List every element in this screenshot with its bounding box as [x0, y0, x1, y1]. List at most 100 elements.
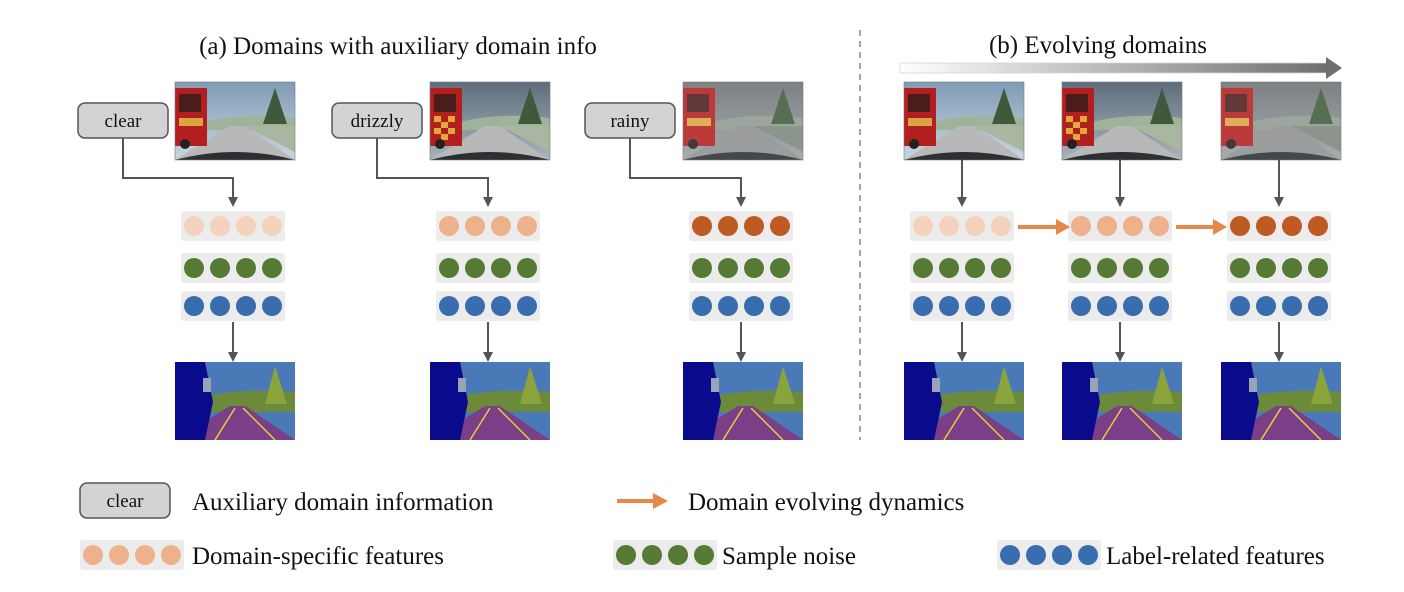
feature-dot [1097, 258, 1117, 278]
label-related-features [910, 291, 1014, 321]
domain-specific-features [181, 211, 285, 241]
feature-dot [210, 296, 230, 316]
legend-evolve-text: Domain evolving dynamics [688, 489, 964, 516]
feature-dot [1230, 258, 1250, 278]
sample-noise-features [689, 253, 793, 283]
feature-dot [1149, 258, 1169, 278]
road-scene-image [429, 81, 551, 161]
legend-aux-text: Auxiliary domain information [192, 489, 494, 516]
feature-dot [718, 258, 738, 278]
segmentation-map [904, 362, 1024, 441]
feature-dot [939, 216, 959, 236]
feature-dot [109, 545, 129, 565]
sample-noise-features [1068, 253, 1172, 283]
legend-label-dots [997, 540, 1101, 570]
feature-dot [1071, 296, 1091, 316]
feature-dot [965, 216, 985, 236]
feature-dot [262, 216, 282, 236]
segmentation-map [1062, 362, 1182, 441]
label-related-features [181, 291, 285, 321]
domain-column-rainy: rainy [584, 102, 746, 207]
domain-specific-features [910, 211, 1014, 241]
feature-dot [1256, 216, 1276, 236]
road-scene-image [903, 81, 1025, 161]
feature-dot [1282, 258, 1302, 278]
feature-dot [1097, 296, 1117, 316]
label-related-features [436, 291, 540, 321]
feature-dot [1052, 545, 1072, 565]
domain-label-rainy: rainy [610, 111, 650, 132]
feature-dot [744, 296, 764, 316]
feature-dot [184, 296, 204, 316]
feature-dot [1308, 296, 1328, 316]
segmentation-map [430, 362, 550, 441]
feature-dot [1149, 296, 1169, 316]
feature-dot [1097, 216, 1117, 236]
feature-dot [913, 258, 933, 278]
feature-dot [991, 216, 1011, 236]
feature-dot [135, 545, 155, 565]
feature-dot [439, 258, 459, 278]
domain-specific-features [1068, 211, 1172, 241]
feature-dot [1026, 545, 1046, 565]
feature-dot [1123, 296, 1143, 316]
evolving-dynamics-arrow [1018, 219, 1070, 235]
feature-dot [1123, 258, 1143, 278]
connector-arrow [376, 138, 493, 207]
feature-dot [83, 545, 103, 565]
evolving-dynamics-arrow [1176, 219, 1227, 235]
legend-domain-text: Domain-specific features [192, 543, 444, 570]
sample-noise-features [1227, 253, 1331, 283]
feature-dot [991, 258, 1011, 278]
feature-dot [1149, 216, 1169, 236]
feature-dot [913, 296, 933, 316]
feature-dot [939, 296, 959, 316]
legend-evolve-arrowhead [653, 493, 668, 509]
domain-specific-features [689, 211, 793, 241]
segmentation-map [683, 362, 803, 441]
feature-dot [1282, 216, 1302, 236]
feature-dot [1230, 296, 1250, 316]
feature-dot [1308, 258, 1328, 278]
feature-dot [668, 545, 688, 565]
road-scene-image [682, 81, 804, 161]
segmentation-map [175, 362, 295, 441]
domain-specific-features [1227, 211, 1331, 241]
legend-noise-dots [613, 540, 717, 570]
legend-noise-text: Sample noise [722, 543, 856, 570]
feature-dot [236, 216, 256, 236]
feature-dot [692, 258, 712, 278]
feature-dot [744, 216, 764, 236]
domain-label-clear: clear [105, 111, 143, 132]
feature-dot [692, 216, 712, 236]
sample-noise-features [910, 253, 1014, 283]
road-scene-image [1061, 81, 1183, 161]
feature-dot [491, 296, 511, 316]
domain-specific-features [436, 211, 540, 241]
feature-dot [1078, 545, 1098, 565]
feature-dot [939, 258, 959, 278]
feature-dot [262, 296, 282, 316]
label-related-features [689, 291, 793, 321]
feature-dot [1230, 216, 1250, 236]
feature-dot [236, 258, 256, 278]
title-a: (a) Domains with auxiliary domain info [199, 33, 597, 60]
feature-dot [465, 296, 485, 316]
feature-dot [210, 216, 230, 236]
evolving-direction-arrow [899, 57, 1342, 79]
feature-dot [1071, 216, 1091, 236]
road-scene-image [174, 81, 296, 161]
label-related-features [1068, 291, 1172, 321]
feature-dot [991, 296, 1011, 316]
segmentation-map [1221, 362, 1341, 441]
feature-dot [236, 296, 256, 316]
feature-dot [913, 216, 933, 236]
feature-dot [439, 216, 459, 236]
feature-dot [1071, 258, 1091, 278]
domain-column-clear: clear [77, 102, 238, 207]
feature-dot [1256, 258, 1276, 278]
feature-dot [718, 296, 738, 316]
feature-dot [1308, 216, 1328, 236]
feature-dot [465, 258, 485, 278]
feature-dot [491, 216, 511, 236]
